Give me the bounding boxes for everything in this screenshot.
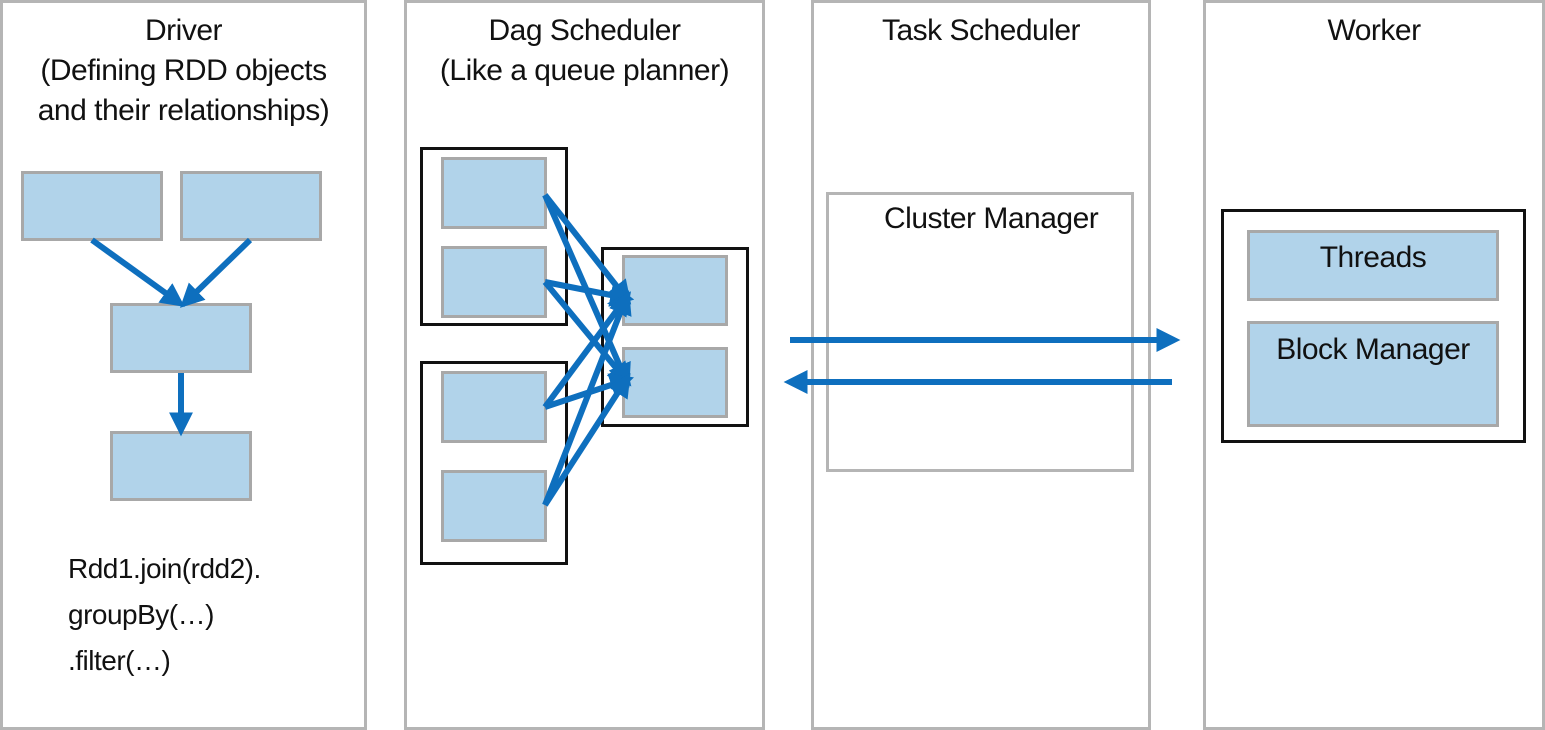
driver-rdd-box-1 [21, 171, 163, 241]
threads-label: Threads [1319, 241, 1427, 274]
driver-code-line-3: .filter(…) [68, 645, 171, 676]
dag-task-box-2 [441, 246, 547, 318]
cluster-manager-label: Cluster Manager [884, 202, 1099, 235]
arrow-dag-2-to-6 [542, 280, 632, 387]
driver-title-line-2: (Defining RDD objects [40, 54, 327, 87]
driver-code: Rdd1.join(rdd2). groupBy(…) .filter(…) [68, 546, 261, 684]
arrow-dag-4-to-6 [542, 372, 631, 507]
dag-task-box-5 [622, 255, 728, 326]
driver-code-line-2: groupBy(…) [68, 599, 214, 630]
driver-title-line-1: Driver [145, 14, 223, 47]
task-scheduler-title: Task Scheduler [881, 14, 1081, 47]
cluster-manager-box: Cluster Manager [826, 192, 1134, 472]
dag-task-box-3 [441, 371, 547, 443]
driver-title-line-3: and their relationships) [37, 94, 330, 127]
arrow-rdd1-to-join [90, 237, 185, 307]
driver-code-line-1: Rdd1.join(rdd2). [68, 553, 261, 584]
worker-title: Worker [1327, 14, 1421, 47]
dag-task-box-1 [441, 157, 547, 229]
arrow-rdd2-to-join [179, 237, 253, 308]
arrow-dag-1-to-5 [542, 193, 632, 305]
dag-scheduler-title-line-2: (Like a queue planner) [439, 54, 730, 87]
arrow-dag-4-to-5 [542, 290, 632, 507]
dag-scheduler-title: Dag Scheduler (Like a queue planner) [407, 11, 762, 91]
driver-panel: Driver (Defining RDD objects and their r… [0, 0, 367, 730]
threads-box: Threads [1247, 230, 1499, 301]
block-manager-box: Block Manager [1247, 321, 1499, 427]
driver-title: Driver (Defining RDD objects and their r… [3, 11, 364, 131]
dag-task-box-4 [441, 470, 547, 542]
block-manager-label: Block Manager [1276, 333, 1470, 366]
driver-rdd-box-2 [180, 171, 322, 241]
dag-scheduler-title-line-1: Dag Scheduler [488, 14, 681, 47]
